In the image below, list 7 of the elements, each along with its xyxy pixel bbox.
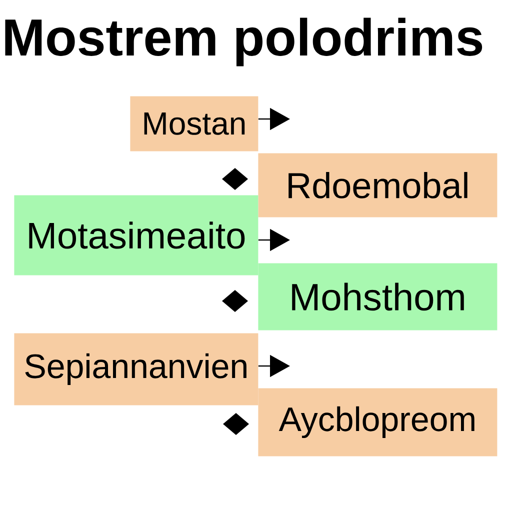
- process-box: Rdoemobal: [258, 153, 498, 218]
- process-box: Aycblopreom: [258, 388, 498, 456]
- title: Mostrem polodrims: [5, 18, 482, 66]
- process-box: Mohsthom: [258, 263, 498, 330]
- process-box: Motasimeaito: [14, 195, 258, 276]
- process-box: Sepiannanvien: [14, 333, 258, 406]
- process-box: Mostan: [130, 96, 258, 152]
